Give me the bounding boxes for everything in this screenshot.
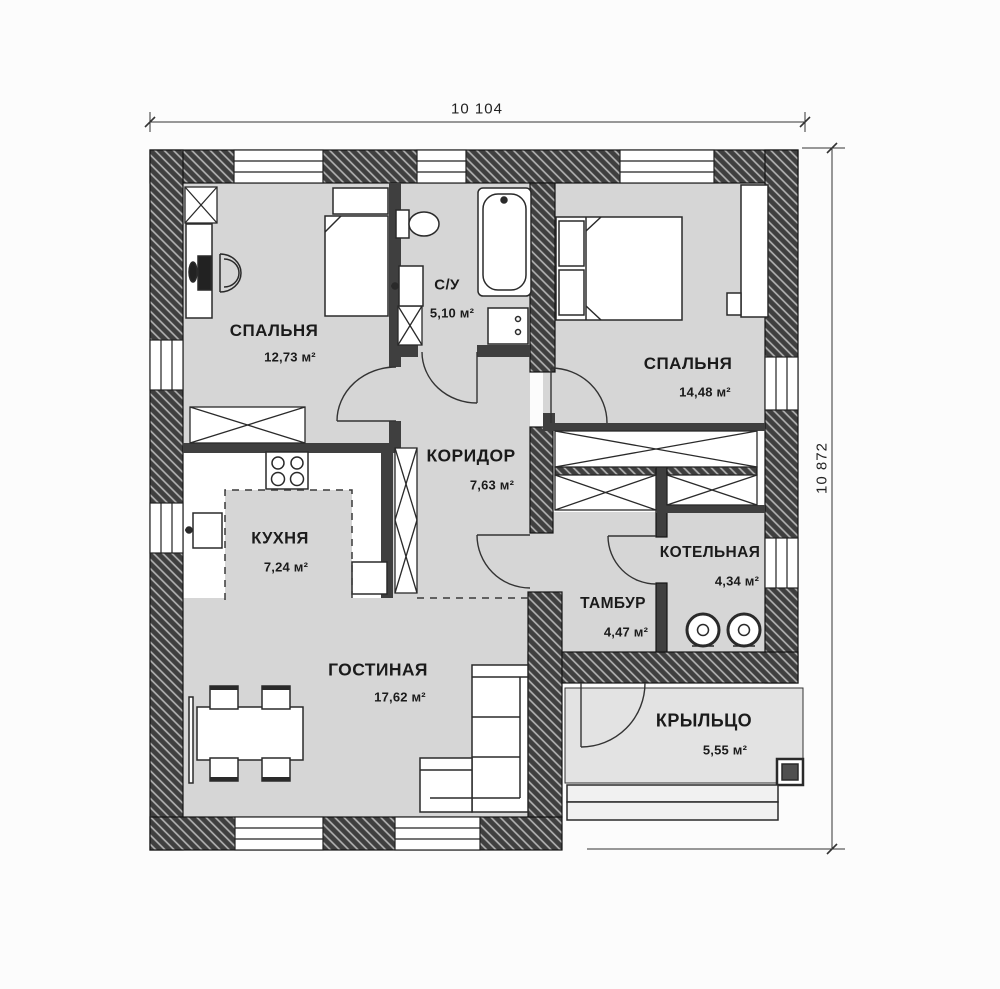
room-label-tambur: ТАМБУР: [580, 595, 646, 612]
room-area-corridor: 7,63 м²: [469, 477, 515, 493]
window-icon: [149, 502, 184, 554]
room-area-tambur: 4,47 м²: [603, 624, 649, 640]
exterior-walls: [149, 149, 799, 851]
wardrobes: [184, 186, 758, 594]
window-icon: [394, 816, 481, 851]
toilet-icon: [395, 209, 440, 239]
window-icon: [416, 149, 467, 184]
wardrobe-icon: [554, 430, 758, 468]
interior-walls: [183, 183, 765, 598]
wardrobe-icon: [666, 474, 758, 506]
door-icon: [421, 351, 478, 404]
room-label-bathroom: С/У: [434, 276, 460, 294]
door-icon: [336, 366, 397, 422]
room-area-bedroom2: 14,48 м²: [679, 384, 731, 400]
chair-icon: [209, 685, 291, 782]
window-icon: [233, 149, 324, 184]
windows: [149, 149, 799, 851]
room-area-porch: 5,55 м²: [702, 742, 748, 758]
porch-steps: [566, 784, 779, 821]
room-area-bathroom: 5,10 м²: [429, 305, 475, 321]
dining-table-icon: [196, 706, 304, 761]
wardrobe-icon: [184, 186, 218, 224]
dashed-boundaries: [224, 489, 530, 600]
room-label-bedroom2: СПАЛЬНЯ: [643, 354, 733, 373]
sofa-icon: [419, 664, 529, 813]
duct-shaft-icon: [397, 305, 423, 346]
office-chair-icon: [219, 253, 242, 293]
room-label-kitchen: КУХНЯ: [251, 529, 309, 548]
room-label-porch: КРЫЛЬЦО: [655, 710, 753, 731]
dimension-width: 10 104: [451, 100, 503, 118]
door-icon: [580, 682, 646, 748]
room-label-boiler: КОТЕЛЬНАЯ: [659, 544, 761, 561]
dimension-lines: [144, 112, 845, 855]
room-area-boiler: 4,34 м²: [714, 573, 760, 589]
wardrobe-icon: [554, 474, 657, 511]
room-area-bedroom1: 12,73 м²: [264, 349, 316, 365]
door-icon: [550, 367, 608, 424]
furniture: [185, 184, 805, 821]
room-label-corridor: КОРИДОР: [426, 445, 516, 466]
fridge-icon: [351, 561, 388, 595]
porch-pillar-icon: [775, 757, 805, 787]
wardrobe-icon: [726, 184, 769, 318]
room-area-living: 17,62 м²: [374, 689, 426, 705]
boiler-icon: [685, 612, 762, 648]
doors: [336, 351, 657, 748]
window-icon: [149, 339, 184, 391]
room-label-bedroom1: СПАЛЬНЯ: [229, 321, 319, 340]
desk-icon: [185, 223, 213, 319]
radiator-icon: [188, 696, 194, 784]
window-icon: [234, 816, 324, 851]
washing-machine-icon: [487, 307, 529, 345]
window-icon: [764, 537, 799, 589]
dimension-height: 10 872: [813, 442, 831, 494]
room-area-kitchen: 7,24 м²: [263, 559, 309, 575]
door-icon: [476, 534, 531, 589]
bed-icon: [324, 187, 389, 317]
window-icon: [764, 356, 799, 411]
sink-icon: [391, 265, 424, 307]
window-icon: [619, 149, 715, 184]
bathtub-icon: [477, 187, 532, 297]
double-bed-icon: [555, 216, 683, 321]
wardrobe-icon: [189, 406, 306, 444]
room-label-living: ГОСТИНАЯ: [328, 659, 428, 680]
kitchen-sink-icon: [185, 512, 223, 549]
wardrobe-icon: [394, 447, 418, 594]
door-icon: [607, 535, 657, 585]
stove-icon: [265, 451, 309, 490]
